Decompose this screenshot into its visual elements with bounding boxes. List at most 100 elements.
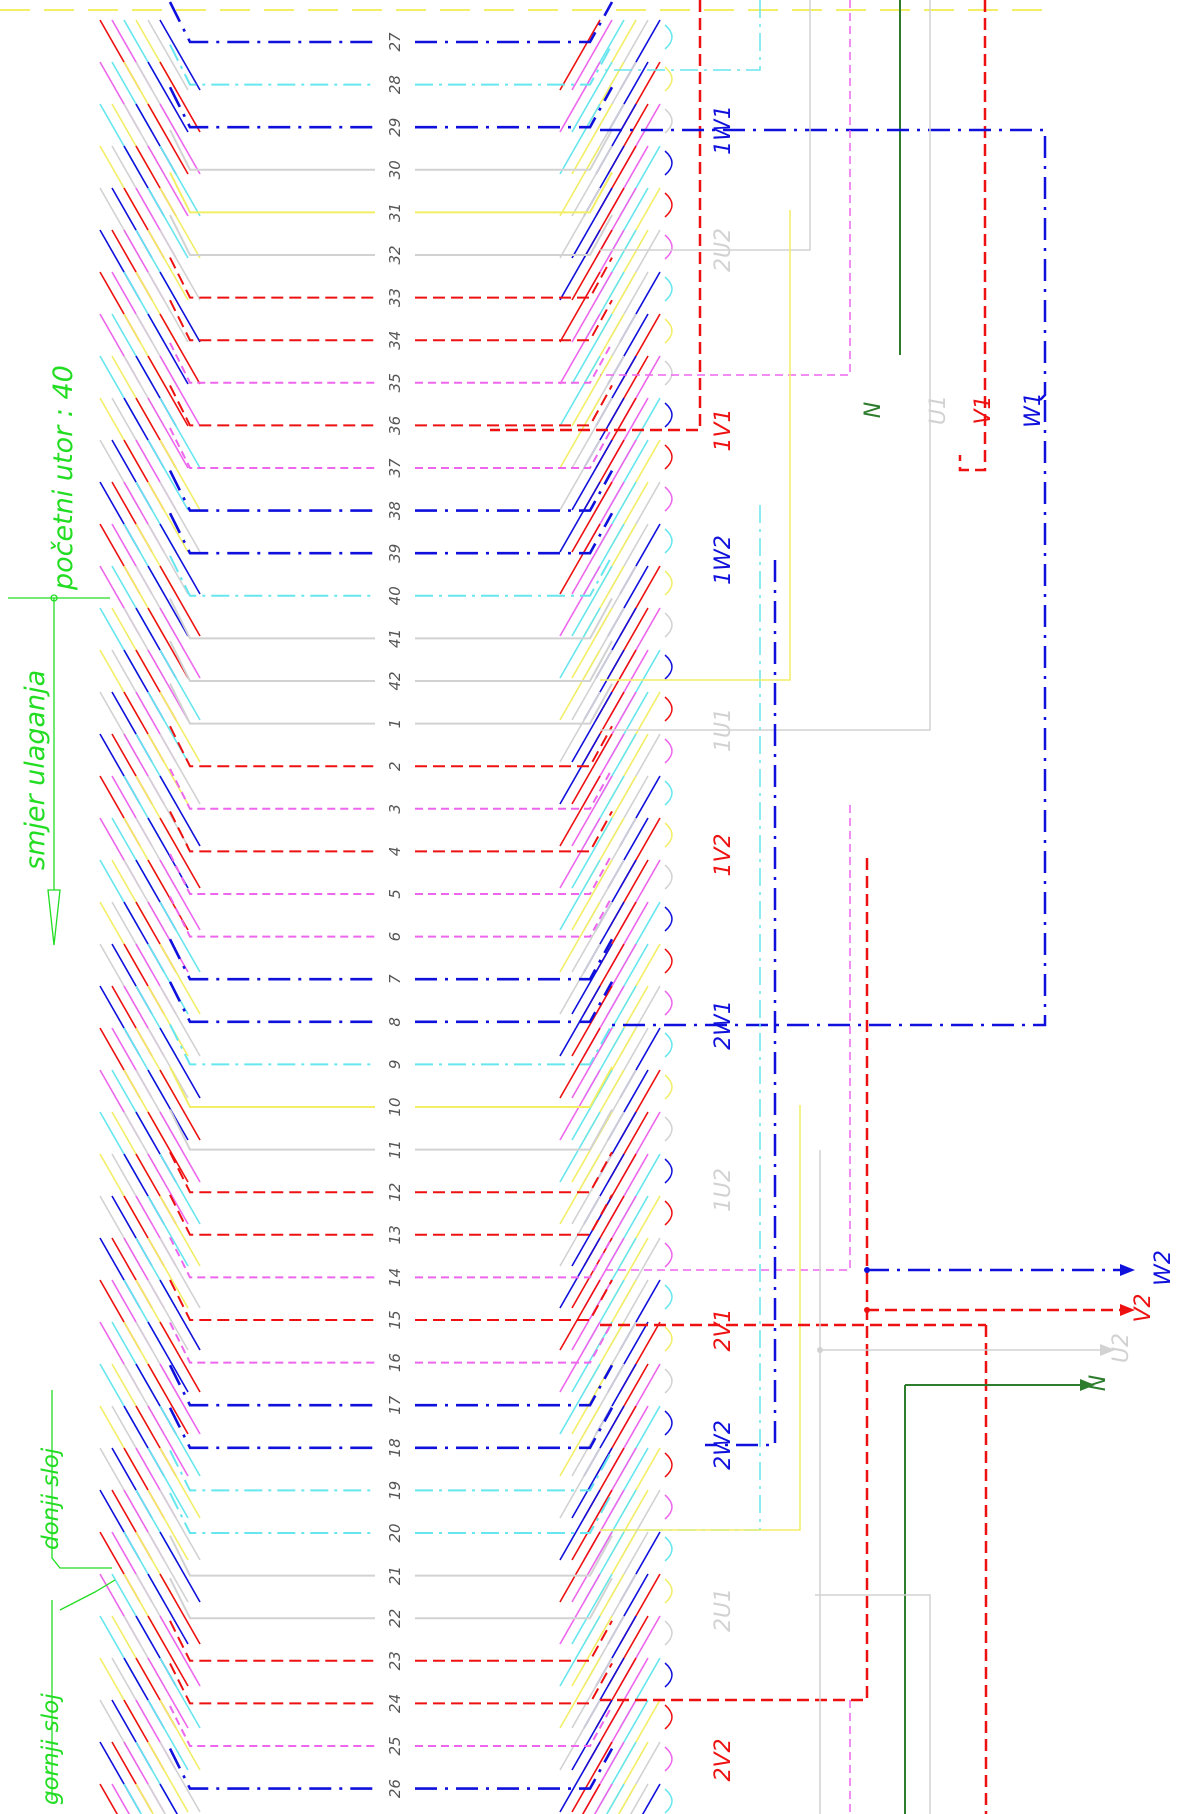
slot-number: 30 [386, 160, 404, 179]
star-point-label: V1 [971, 395, 996, 424]
slot-number: 42 [386, 671, 404, 690]
slot-conductor [415, 597, 613, 640]
coil-end-area [0, 9, 1050, 1814]
slot-conductor [415, 853, 613, 895]
slot-conductor [169, 257, 375, 299]
slot-conductor [415, 1322, 613, 1364]
slot-conductor [168, 470, 375, 512]
slot-conductor [415, 810, 613, 853]
slot-conductor [415, 1364, 614, 1407]
slot-number: 1 [386, 719, 404, 729]
slot-number: 22 [386, 1609, 404, 1628]
lead-connections [490, 0, 1135, 1814]
slot-number: 38 [386, 501, 404, 520]
terminal-label: 2U2 [711, 228, 736, 272]
star-point-label: U1 [926, 395, 951, 425]
slot-conductor [415, 1151, 613, 1194]
slot-number: 41 [386, 629, 404, 648]
slot-number: 8 [386, 1017, 404, 1027]
slot-conductor [415, 1, 614, 44]
slot-conductor [169, 427, 375, 469]
slot-number: 23 [386, 1651, 404, 1670]
direction-annotation: početni utor : 40 smjer ulaganja [8, 365, 110, 946]
terminal-label: 1W2 [711, 535, 736, 585]
slot-conductor [415, 469, 614, 512]
slot-number: 32 [386, 245, 404, 264]
slot-conductor [415, 555, 613, 597]
slot-conductor [415, 640, 613, 682]
direction-label: smjer ulaganja [20, 670, 51, 870]
slot-conductor [169, 1109, 375, 1151]
slot-conductor [415, 1577, 613, 1620]
slot-conductor [415, 1066, 613, 1108]
terminal-label: 2W1 [711, 1000, 736, 1050]
slot-conductor [415, 384, 613, 427]
slot-conductor [169, 1322, 375, 1364]
slot-conductor [168, 1, 375, 44]
output-label: N [1086, 1375, 1111, 1391]
slot-conductor [415, 44, 613, 86]
slot-conductor [168, 1748, 375, 1790]
slot-conductor [415, 1449, 613, 1492]
slot-conductor [169, 1705, 375, 1747]
slot-conductor [169, 1194, 375, 1236]
slot-conductor [168, 86, 375, 129]
slot-conductor [415, 1747, 614, 1790]
slot-conductor [169, 342, 375, 384]
output-label: U2 [1109, 1333, 1134, 1363]
slot-conductor [415, 1407, 614, 1450]
slot-conductor [168, 1364, 375, 1407]
slot-conductor [415, 1662, 613, 1705]
slot-conductor [169, 1279, 375, 1321]
slot-number: 26 [386, 1779, 404, 1798]
slot-number: 21 [386, 1566, 404, 1585]
slot-conductor [169, 1449, 375, 1492]
slot-number: 4 [386, 847, 404, 857]
terminal-label: 2U1 [711, 1588, 736, 1632]
slot-conductor [415, 1535, 613, 1577]
slot-number: 29 [386, 118, 404, 137]
slot-conductor [168, 1407, 375, 1450]
slot-conductor [415, 299, 613, 342]
slot-conductor [415, 1194, 613, 1236]
slot-number: 37 [386, 458, 404, 478]
slot-number: 24 [386, 1694, 404, 1713]
slot-conductor [415, 1492, 613, 1534]
slot-conductor [415, 683, 613, 725]
slot-conductor [169, 1236, 375, 1279]
slot-conductor [415, 1023, 613, 1066]
slot-conductor [169, 44, 375, 86]
slot-number: 11 [386, 1140, 404, 1159]
slot-conductor [169, 1535, 375, 1577]
slot-number: 6 [386, 932, 404, 942]
top-layer-label: gornji sloj [38, 1693, 64, 1805]
slot-conductor [415, 1236, 613, 1279]
slot-number: 13 [386, 1225, 404, 1244]
terminal-label: 1W1 [711, 105, 736, 155]
layer-annotations: donji sloj gornji sloj [38, 1390, 116, 1805]
slot-conductor [415, 512, 614, 555]
slot-conductor [415, 257, 613, 299]
labels: 2728293031323334353637383940414212345678… [386, 32, 1176, 1798]
bottom-layer-label: donji sloj [38, 1447, 64, 1550]
slot-conductor [415, 214, 613, 256]
slot-conductor [169, 853, 375, 895]
terminal-label: 1U2 [711, 1168, 736, 1212]
slot-number: 5 [386, 889, 404, 899]
slot-conductor [415, 1279, 613, 1321]
slot-number: 3 [386, 804, 404, 814]
slot-conductor [169, 896, 375, 938]
slot-conductor [415, 725, 613, 768]
slot-conductor [169, 1023, 375, 1066]
slot-conductor [169, 129, 375, 171]
slot-conductor [415, 427, 613, 469]
slot-conductor [169, 1151, 375, 1194]
slot-number: 27 [386, 32, 404, 52]
slot-conductor [169, 725, 375, 768]
slot-conductor [415, 342, 613, 384]
terminal-label: 2V1 [711, 1308, 736, 1351]
terminal-label: 2V2 [711, 1738, 736, 1781]
slot-number: 36 [386, 416, 404, 435]
slot-number: 28 [386, 75, 404, 94]
